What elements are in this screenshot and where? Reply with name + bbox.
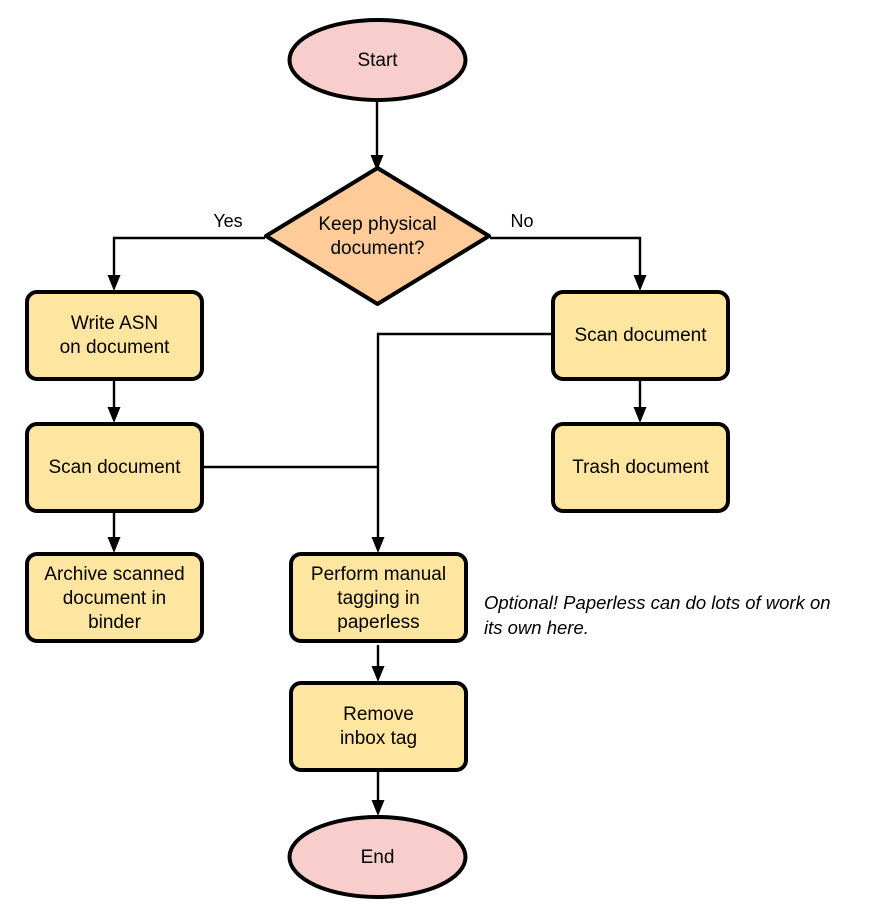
node-decision-keep-physical-document[interactable]: Keep physical document? [264,166,491,306]
scan-document-right-label: Scan document [574,325,707,346]
node-end[interactable]: End [287,815,468,899]
node-start[interactable]: Start [287,18,468,102]
decision-diamond[interactable] [264,166,491,306]
edge-scan-left-to-archive [107,511,121,553]
write-asn-box[interactable] [25,290,204,381]
scan-document-left-box[interactable] [25,422,204,513]
tagging-box[interactable] [289,552,468,643]
write-asn-label-line1: Write ASN [71,313,158,334]
archive-label-line1: Archive scanned [44,564,184,585]
scan-document-right-box[interactable] [551,290,730,381]
note-line1: Optional! Paperless can do lots of work … [484,592,831,613]
edge-scan-right-to-trash [633,379,647,423]
end-ellipse[interactable] [287,815,468,899]
node-scan-document-left[interactable]: Scan document [25,422,204,513]
node-archive-scanned-document[interactable]: Archive scanned document in binder [25,552,204,643]
node-write-asn[interactable]: Write ASN on document [25,290,204,381]
trash-document-label: Trash document [572,457,709,478]
tagging-label-line1: Perform manual [311,564,446,585]
edge-decision-no-to-scan-right [490,236,647,291]
annotation-note: Optional! Paperless can do lots of work … [484,592,831,638]
edge-scan-right-to-tagging [371,332,552,553]
edge-label-yes: Yes [213,211,242,231]
edge-write-asn-to-scan-left [107,379,121,423]
tagging-label-line3: paperless [337,612,419,633]
edge-layer [107,100,647,816]
note-line2: its own here. [484,617,589,638]
remove-inbox-tag-box[interactable] [289,681,468,772]
edge-start-to-decision [370,100,384,171]
start-label: Start [357,50,398,71]
node-remove-inbox-tag[interactable]: Remove inbox tag [289,681,468,772]
archive-label-line2: document in [63,588,167,609]
archive-box[interactable] [25,552,204,643]
end-label: End [361,847,395,868]
node-perform-manual-tagging[interactable]: Perform manual tagging in paperless [289,552,468,643]
write-asn-label-line2: on document [60,337,171,358]
remove-inbox-label-line2: inbox tag [340,728,417,749]
remove-inbox-label-line1: Remove [343,704,414,725]
edge-decision-yes-to-write-asn [107,236,265,291]
node-scan-document-right[interactable]: Scan document [551,290,730,381]
edge-tagging-to-remove-inbox [371,645,385,682]
tagging-label-line2: tagging in [337,588,419,609]
scan-document-left-label: Scan document [48,457,181,478]
start-ellipse[interactable] [287,18,468,102]
edge-remove-inbox-to-end [371,772,385,816]
decision-label-line1: Keep physical [318,214,436,235]
edge-label-no: No [510,211,533,231]
trash-document-box[interactable] [551,422,730,513]
decision-label-line2: document? [330,238,424,259]
archive-label-line3: binder [88,612,141,633]
node-trash-document[interactable]: Trash document [551,422,730,513]
